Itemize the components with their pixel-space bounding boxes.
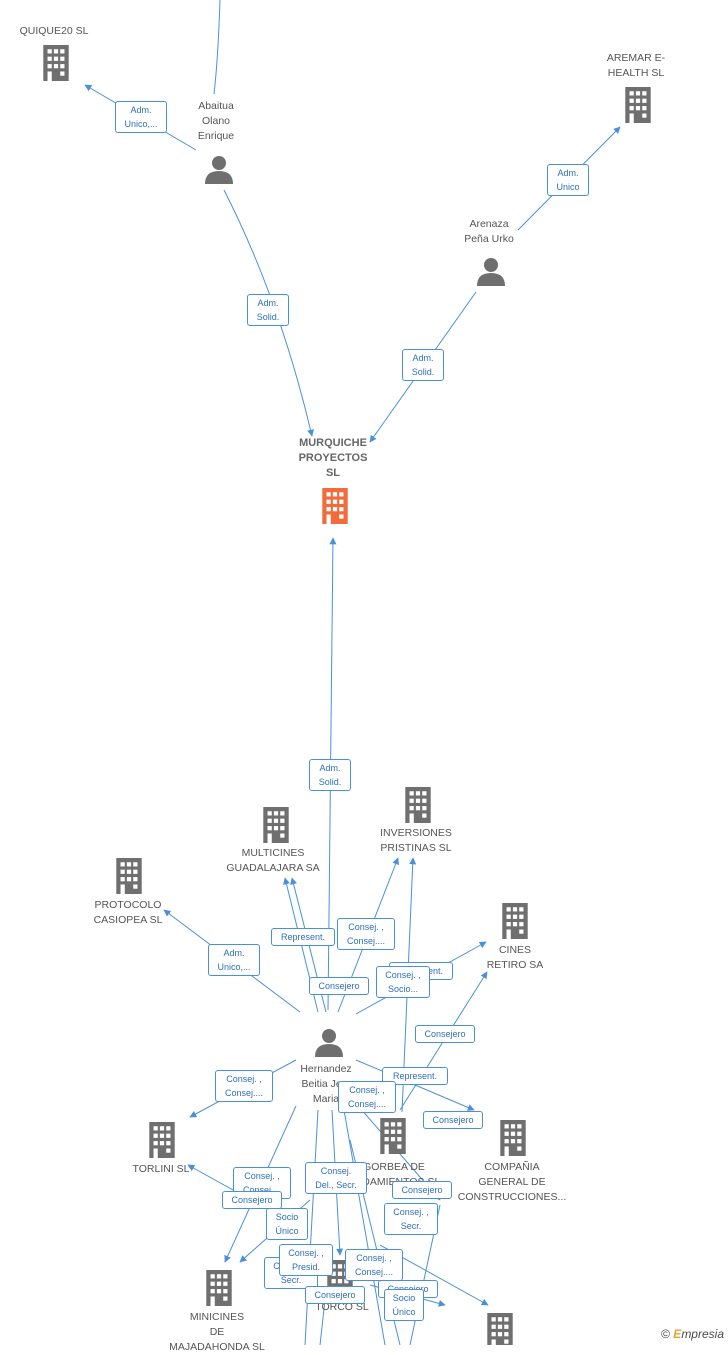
role-box[interactable]: Adm. Solid.: [247, 294, 289, 326]
node-label-multicines[interactable]: MULTICINES GUADALAJARA SA: [213, 846, 333, 876]
brand-e: E: [673, 1327, 682, 1341]
murquiche-building-icon: [322, 488, 348, 524]
node-label-line: GENERAL DE: [478, 1176, 546, 1188]
edge-hernandez-bottom-e: [319, 1299, 326, 1345]
role-box[interactable]: Socio Único: [266, 1208, 308, 1240]
node-label-line: Abaitua: [198, 100, 234, 112]
node-label-line: MULTICINES: [241, 847, 305, 859]
role-box[interactable]: Adm. Solid.: [402, 349, 444, 381]
node-label-line: CASIOPEA SL: [93, 914, 163, 926]
role-box[interactable]: Consejero: [392, 1181, 452, 1199]
role-box[interactable]: Consejero: [305, 1286, 365, 1304]
role-box[interactable]: Adm. Unico,...: [208, 944, 260, 976]
role-box[interactable]: Represent.: [382, 1067, 448, 1085]
node-label-quique20[interactable]: QUIQUE20 SL: [19, 25, 89, 37]
node-label-line: Maria: [312, 1093, 340, 1105]
role-box[interactable]: Consejero: [423, 1111, 483, 1129]
role-box[interactable]: Consej. , Secr.: [384, 1203, 438, 1235]
node-label-line: PROTOCOLO: [94, 899, 162, 911]
node-label-abaitua[interactable]: Abaitua Olano Enrique: [176, 99, 256, 144]
node-label-line: Olano: [201, 115, 231, 127]
node-label-line: RETIRO SA: [486, 959, 544, 971]
node-label-line: CONSTRUCCIONES...: [457, 1191, 567, 1203]
compania-building-icon: [500, 1120, 526, 1156]
node-label-line: Arenaza: [469, 218, 509, 230]
protocolo-building-icon: [116, 858, 142, 894]
node-label-murquiche[interactable]: MURQUICHE PROYECTOS SL: [283, 436, 383, 481]
abaitua-person-icon: [205, 156, 233, 184]
role-box[interactable]: Consejero: [222, 1191, 282, 1209]
minicines-building-icon: [206, 1270, 232, 1306]
node-label-line: SL: [325, 467, 341, 479]
node-label-line: Peña Urko: [464, 233, 514, 245]
role-box[interactable]: Consej. , Consej....: [215, 1070, 273, 1102]
arenaza-person-icon: [477, 258, 505, 286]
node-label-torco[interactable]: TORCO SL: [315, 1301, 369, 1313]
inversiones-building-icon: [405, 787, 431, 823]
node-label-line: PRISTINAS SL: [380, 842, 452, 854]
copyright-icon: ©: [661, 1327, 670, 1341]
edge-hernandez-compania-a: [355, 1059, 475, 1111]
quique20-building-icon: [43, 45, 69, 81]
node-label-line: GUADALAJARA SA: [226, 862, 320, 874]
edge-hernandez-minicines-b: [304, 1109, 319, 1345]
role-box[interactable]: Adm. Solid.: [309, 759, 351, 791]
node-label-inversiones[interactable]: INVERSIONES PRISTINAS SL: [366, 826, 466, 856]
node-label-line: Enrique: [197, 130, 235, 142]
role-box[interactable]: Consej. , Consej....: [338, 1081, 396, 1113]
node-label-cines[interactable]: CINES RETIRO SA: [473, 943, 557, 973]
role-box[interactable]: Consej. , Socio...: [376, 966, 430, 998]
role-box[interactable]: Consejero: [415, 1025, 475, 1043]
node-label-line: MINICINES: [189, 1311, 245, 1323]
role-box[interactable]: Consej. Del., Secr.: [305, 1162, 367, 1194]
role-box[interactable]: Consej. , Presid.: [279, 1244, 333, 1276]
edge-abaitua-above: [213, 0, 221, 95]
node-label-minicines[interactable]: MINICINES DE MAJADAHONDA SL: [162, 1310, 272, 1355]
empresia-logo[interactable]: © Empresia: [661, 1327, 724, 1341]
node-label-line: DE: [209, 1326, 225, 1338]
node-label-compania[interactable]: COMPAÑIA GENERAL DE CONSTRUCCIONES...: [452, 1160, 572, 1205]
bottom-building-icon: [487, 1313, 513, 1345]
node-label-aremar[interactable]: AREMAR E- HEALTH SL: [590, 51, 682, 81]
hernandez-person-icon: [315, 1029, 343, 1057]
node-label-line: GORBEA DE: [363, 1161, 425, 1173]
torlini-building-icon: [149, 1122, 175, 1158]
node-label-torlini[interactable]: TORLINI SL: [132, 1163, 190, 1175]
node-label-line: AREMAR E-: [606, 52, 666, 64]
aremar-building-icon: [625, 87, 651, 123]
node-label-line: CINES: [498, 944, 532, 956]
role-box[interactable]: Socio Único: [384, 1289, 424, 1321]
node-label-protocolo[interactable]: PROTOCOLO CASIOPEA SL: [78, 898, 178, 928]
node-label-line: COMPAÑIA: [484, 1161, 540, 1173]
brand-name: mpresia: [681, 1327, 724, 1341]
role-box[interactable]: Adm. Unico,...: [115, 101, 167, 133]
role-box[interactable]: Adm. Unico: [547, 164, 589, 196]
node-label-line: HEALTH SL: [607, 67, 665, 79]
node-label-line: PROYECTOS: [298, 452, 368, 464]
role-box[interactable]: Consej. , Consej....: [345, 1249, 403, 1281]
edge-hernandez-torco-b: [343, 1109, 386, 1345]
multicines-building-icon: [263, 807, 289, 843]
node-label-arenaza[interactable]: Arenaza Peña Urko: [446, 217, 532, 247]
role-box[interactable]: Consej. , Consej....: [337, 918, 395, 950]
gorbea-building-icon: [380, 1118, 406, 1154]
node-label-line: MURQUICHE: [299, 437, 367, 449]
cines-building-icon: [502, 903, 528, 939]
role-box[interactable]: Consejero: [309, 977, 369, 995]
node-label-line: MAJADAHONDA SL: [169, 1341, 265, 1353]
node-label-line: INVERSIONES: [380, 827, 452, 839]
role-box[interactable]: Represent.: [271, 928, 335, 946]
node-label-line: Hernandez: [300, 1063, 352, 1075]
icons: [43, 45, 651, 1345]
